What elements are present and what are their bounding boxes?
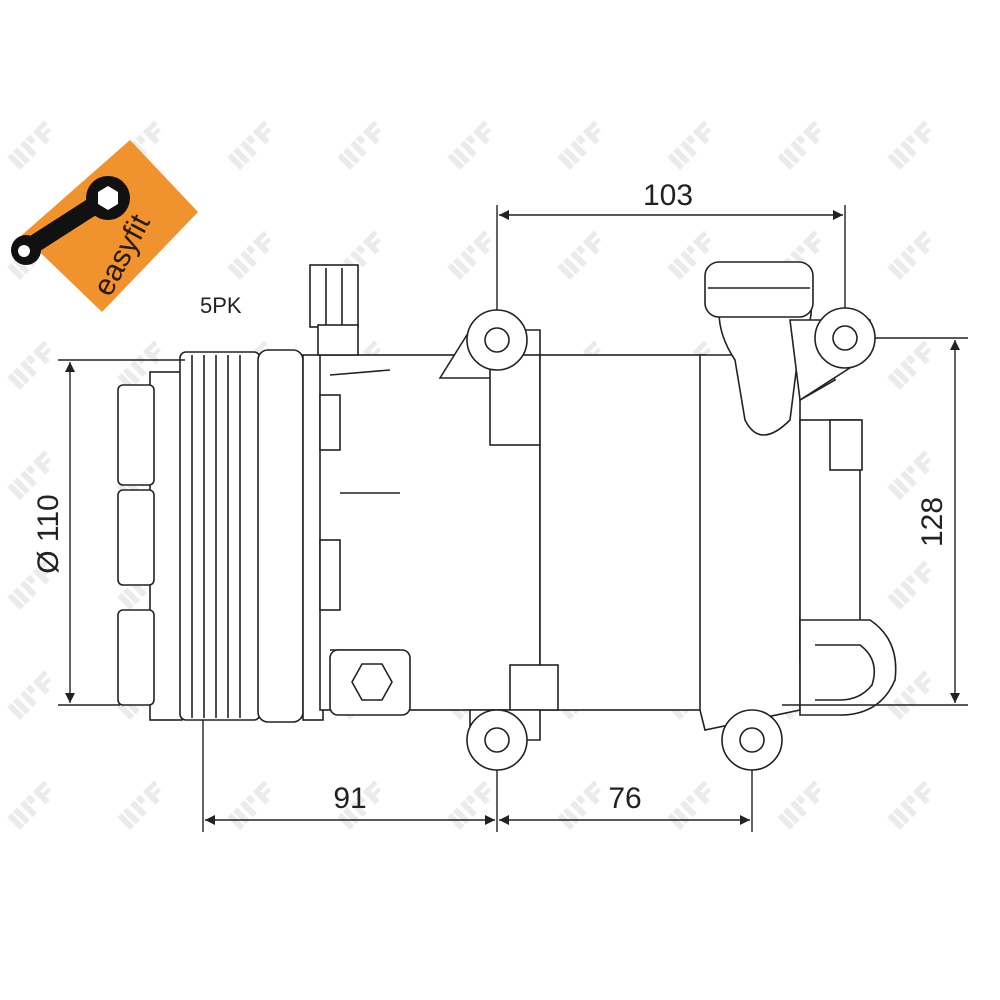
watermark-mark xyxy=(117,780,162,830)
watermark-mark xyxy=(337,120,382,170)
watermark-mark xyxy=(557,780,602,830)
watermark-mark xyxy=(887,340,932,390)
watermark-mark xyxy=(667,230,712,280)
watermark-mark xyxy=(7,340,52,390)
mount-boss xyxy=(466,709,528,771)
belt-label: 5PK xyxy=(200,293,242,318)
dimension-label: 91 xyxy=(333,782,366,815)
watermark-mark xyxy=(447,780,492,830)
dimension-pulley-diameter: Ø 110 xyxy=(32,359,185,706)
watermark-mark xyxy=(887,780,932,830)
watermark-mark xyxy=(667,780,712,830)
watermark-mark xyxy=(447,120,492,170)
watermark-mark xyxy=(447,230,492,280)
watermark-mark xyxy=(557,230,602,280)
dimension-label: 103 xyxy=(643,179,693,212)
watermark-mark xyxy=(887,450,932,500)
compressor-body xyxy=(117,261,897,771)
mount-boss xyxy=(721,709,783,771)
watermark-mark xyxy=(887,560,932,610)
watermark-mark xyxy=(887,230,932,280)
watermark-mark xyxy=(777,120,822,170)
watermark-mark xyxy=(227,120,272,170)
watermark-mark xyxy=(7,450,52,500)
dimension-rear-length: 76 xyxy=(499,770,753,832)
watermark-mark xyxy=(887,670,932,720)
watermark-mark xyxy=(7,670,52,720)
mount-boss xyxy=(466,309,528,371)
dimension-height: 128 xyxy=(782,337,968,706)
watermark-mark xyxy=(227,780,272,830)
wrench-icon xyxy=(11,176,130,265)
easyfit-logo: easyfit xyxy=(11,140,198,312)
watermark-mark xyxy=(667,120,712,170)
dimension-label: 76 xyxy=(608,782,641,815)
watermark-mark xyxy=(7,780,52,830)
dimension-front-length: 91 xyxy=(202,720,498,832)
watermark-mark xyxy=(887,120,932,170)
dimension-label: Ø 110 xyxy=(32,494,65,574)
watermark-mark xyxy=(7,120,52,170)
dimension-top-width: 103 xyxy=(496,179,846,310)
logo-diamond xyxy=(22,140,198,312)
watermark-mark xyxy=(227,230,272,280)
mount-boss xyxy=(814,307,876,369)
watermark-mark xyxy=(557,120,602,170)
watermark-mark xyxy=(777,780,822,830)
dimension-label: 128 xyxy=(916,497,949,547)
watermark-mark xyxy=(7,560,52,610)
